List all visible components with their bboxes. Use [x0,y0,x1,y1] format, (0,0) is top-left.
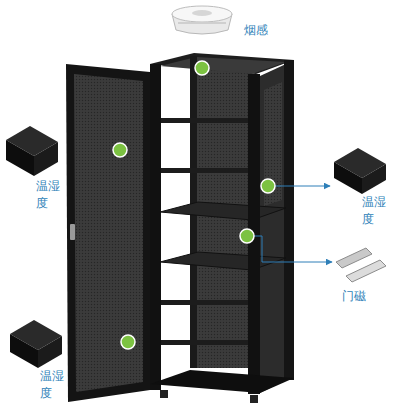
detector-slot [178,22,226,24]
sensor-side [10,334,38,368]
shelf [160,252,286,270]
magnet-label: 门磁 [342,288,366,305]
leader-arrow [247,236,332,262]
detector-grill [192,10,212,16]
caster [250,395,258,403]
base-frame [150,370,294,393]
sensor-label: 温湿度 [40,368,66,402]
sensor-front [34,142,58,176]
humidity-sensor [6,126,58,176]
sensor-dot [113,143,127,157]
caster [160,390,168,398]
sensor-dot [240,229,254,243]
leader-arrow [268,186,330,187]
cross-bar [160,168,250,173]
shelf [160,202,286,220]
top-frame [150,53,294,74]
door-magnet [336,248,386,282]
smoke-detector [172,6,232,34]
door-frame [66,64,150,402]
smoke-label: 烟感 [244,22,268,39]
cabinet [150,53,294,403]
sensor-label: 温湿度 [36,178,62,212]
sensor-side [6,140,34,176]
door-mesh [74,74,143,392]
side-frame [260,64,286,393]
sensor-dot [261,179,275,193]
humidity-sensor [334,148,386,194]
sensor-front [362,164,386,194]
humidity-sensor [10,320,62,368]
detector-top [172,6,232,22]
cabinet-door [66,64,150,402]
magnet-part [336,248,372,268]
sensor-front [38,336,62,368]
sensor-side [334,162,362,194]
door-handle [70,224,75,240]
sensor-dot [121,335,135,349]
magnet-part [346,260,386,282]
cross-bar [160,118,250,123]
front-left-post [150,64,161,390]
back-right-post [284,60,294,380]
cross-bar [160,340,250,345]
cross-bar [160,300,250,305]
top-opening [160,57,286,74]
sensor-label: 温湿度 [362,194,388,228]
sensor-dot [195,61,209,75]
